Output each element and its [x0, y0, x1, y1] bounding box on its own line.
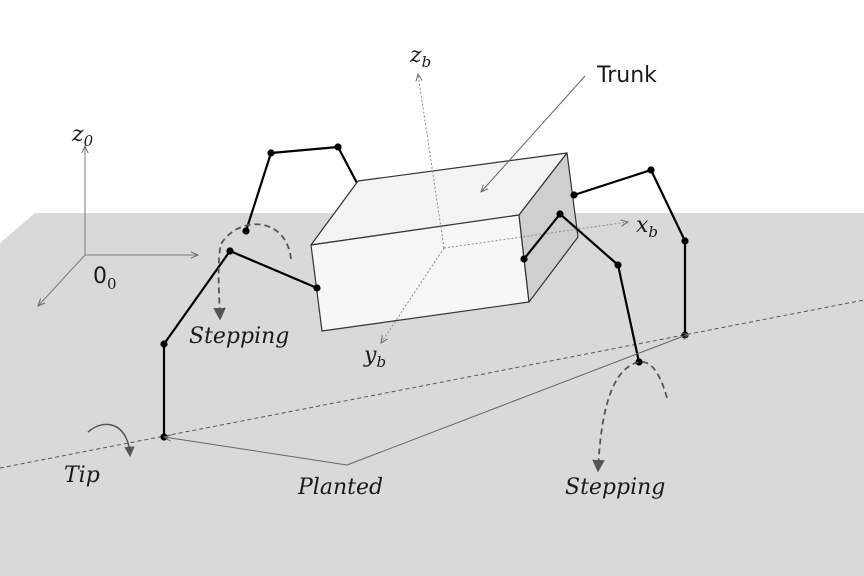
trunk-pointer — [481, 75, 586, 192]
body-z-label: zb — [409, 43, 431, 71]
body-x-label: xb — [636, 213, 658, 241]
stepping-arc-right — [592, 361, 668, 473]
leg-right-back — [572, 168, 687, 337]
leg-right-front — [522, 212, 641, 364]
ground-plane — [0, 213, 864, 576]
tip-label: Tip — [64, 463, 100, 488]
stepping-label-right: Stepping — [565, 475, 665, 500]
leg-left-front — [162, 249, 319, 439]
leg-left-back — [244, 145, 359, 233]
planted-label: Planted — [297, 475, 383, 500]
world-origin-label: 00 — [93, 264, 117, 293]
trunk-label: Trunk — [596, 63, 657, 88]
body-frame: zb xb yb — [363, 43, 658, 371]
stepping-arc-left — [213, 223, 292, 321]
tip-arc-arrow — [87, 423, 135, 458]
planted-pointer-left — [164, 437, 348, 466]
planted-pointer-right — [346, 334, 689, 466]
world-z-label: z0 — [71, 122, 94, 150]
stepping-label-left: Stepping — [189, 324, 289, 349]
trunk-box — [310, 152, 579, 332]
world-frame: z0 00 — [38, 122, 198, 306]
body-y-label: yb — [363, 343, 386, 371]
